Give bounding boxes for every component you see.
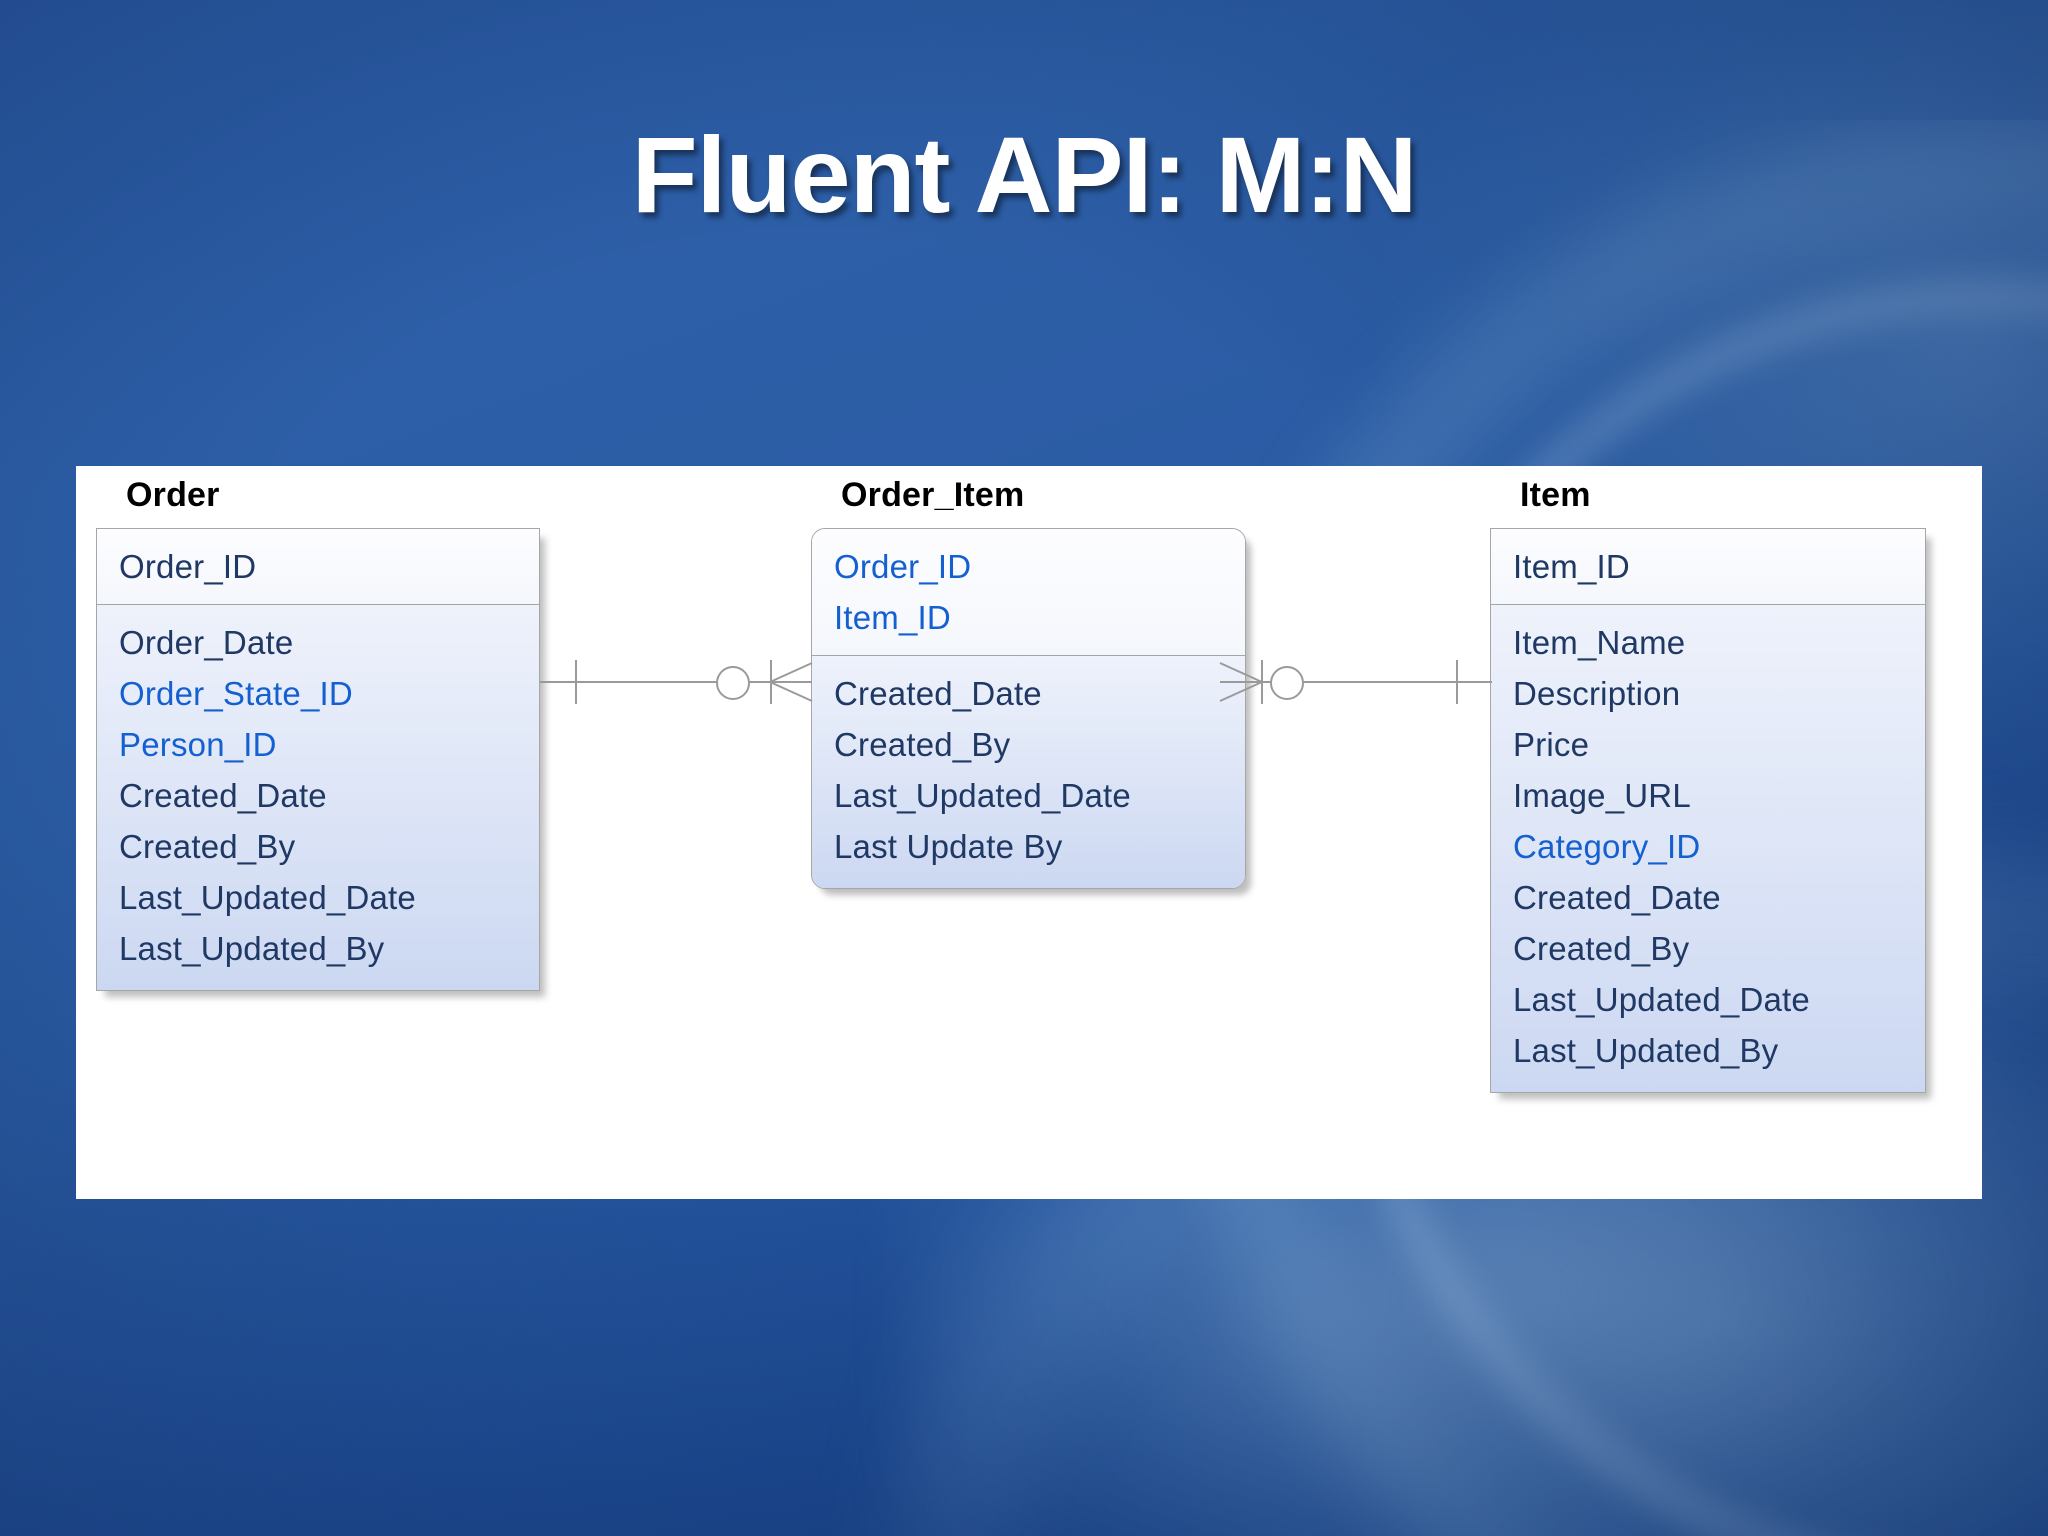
field-item-created-date: Created_Date — [1513, 879, 1721, 916]
field-item-item-id: Item_ID — [1513, 548, 1630, 585]
field-item-image-url: Image_URL — [1513, 777, 1691, 814]
cardinality-one-tick — [1456, 660, 1458, 704]
diagram-canvas: Order Order_ID Order_Date Order_State_ID… — [76, 466, 1982, 1199]
field-order-item-order-id: Order_ID — [834, 548, 972, 585]
field-order-order-id: Order_ID — [119, 548, 257, 585]
field-item-created-by: Created_By — [1513, 930, 1690, 967]
entity-order-item-key-section: Order_ID Item_ID — [812, 529, 1245, 656]
entity-order[interactable]: Order Order_ID Order_Date Order_State_ID… — [96, 476, 540, 991]
field-order-last-updated-date: Last_Updated_Date — [119, 879, 416, 916]
relationship-line — [540, 681, 812, 683]
field-order-person-id: Person_ID — [119, 726, 277, 763]
field-item-category-id: Category_ID — [1513, 828, 1701, 865]
entity-item[interactable]: Item Item_ID Item_Name Description Price… — [1490, 476, 1926, 1093]
field-order-item-item-id: Item_ID — [834, 599, 951, 636]
entity-item-key-section: Item_ID — [1491, 529, 1925, 605]
field-item-last-updated-date: Last_Updated_Date — [1513, 981, 1810, 1018]
crows-foot-icon — [1219, 662, 1263, 702]
field-item-item-name: Item_Name — [1513, 624, 1686, 661]
entity-order-item-title: Order_Item — [841, 476, 1025, 514]
entity-item-title: Item — [1520, 476, 1591, 514]
cardinality-zero-circle — [716, 666, 750, 700]
slide-title: Fluent API: M:N — [631, 114, 1418, 235]
cardinality-zero-circle — [1270, 666, 1304, 700]
crows-foot-icon — [769, 662, 813, 702]
field-order-created-by: Created_By — [119, 828, 296, 865]
field-order-order-state-id: Order_State_ID — [119, 675, 353, 712]
entity-order-title: Order — [126, 476, 220, 514]
entity-order-attribute-section: Order_Date Order_State_ID Person_ID Crea… — [97, 605, 539, 990]
field-order-item-last-updated-date: Last_Updated_Date — [834, 777, 1131, 814]
field-item-last-updated-by: Last_Updated_By — [1513, 1032, 1779, 1069]
relationship-line — [1244, 681, 1492, 683]
cardinality-one-tick — [1261, 660, 1263, 704]
entity-item-box: Item_ID Item_Name Description Price Imag… — [1490, 528, 1926, 1093]
field-order-last-updated-by: Last_Updated_By — [119, 930, 385, 967]
field-order-item-created-by: Created_By — [834, 726, 1011, 763]
entity-order-key-section: Order_ID — [97, 529, 539, 605]
entity-order-item-attribute-section: Created_Date Created_By Last_Updated_Dat… — [812, 656, 1245, 888]
entity-order-box: Order_ID Order_Date Order_State_ID Perso… — [96, 528, 540, 991]
field-order-item-created-date: Created_Date — [834, 675, 1042, 712]
entity-item-attribute-section: Item_Name Description Price Image_URL Ca… — [1491, 605, 1925, 1092]
entity-order-item[interactable]: Order_Item Order_ID Item_ID Created_Date… — [811, 476, 1246, 889]
field-order-created-date: Created_Date — [119, 777, 327, 814]
entity-order-item-box: Order_ID Item_ID Created_Date Created_By… — [811, 528, 1246, 889]
field-item-price: Price — [1513, 726, 1590, 763]
field-order-order-date: Order_Date — [119, 624, 294, 661]
field-order-item-last-update-by: Last Update By — [834, 828, 1063, 865]
field-item-description: Description — [1513, 675, 1681, 712]
cardinality-one-tick — [575, 660, 577, 704]
